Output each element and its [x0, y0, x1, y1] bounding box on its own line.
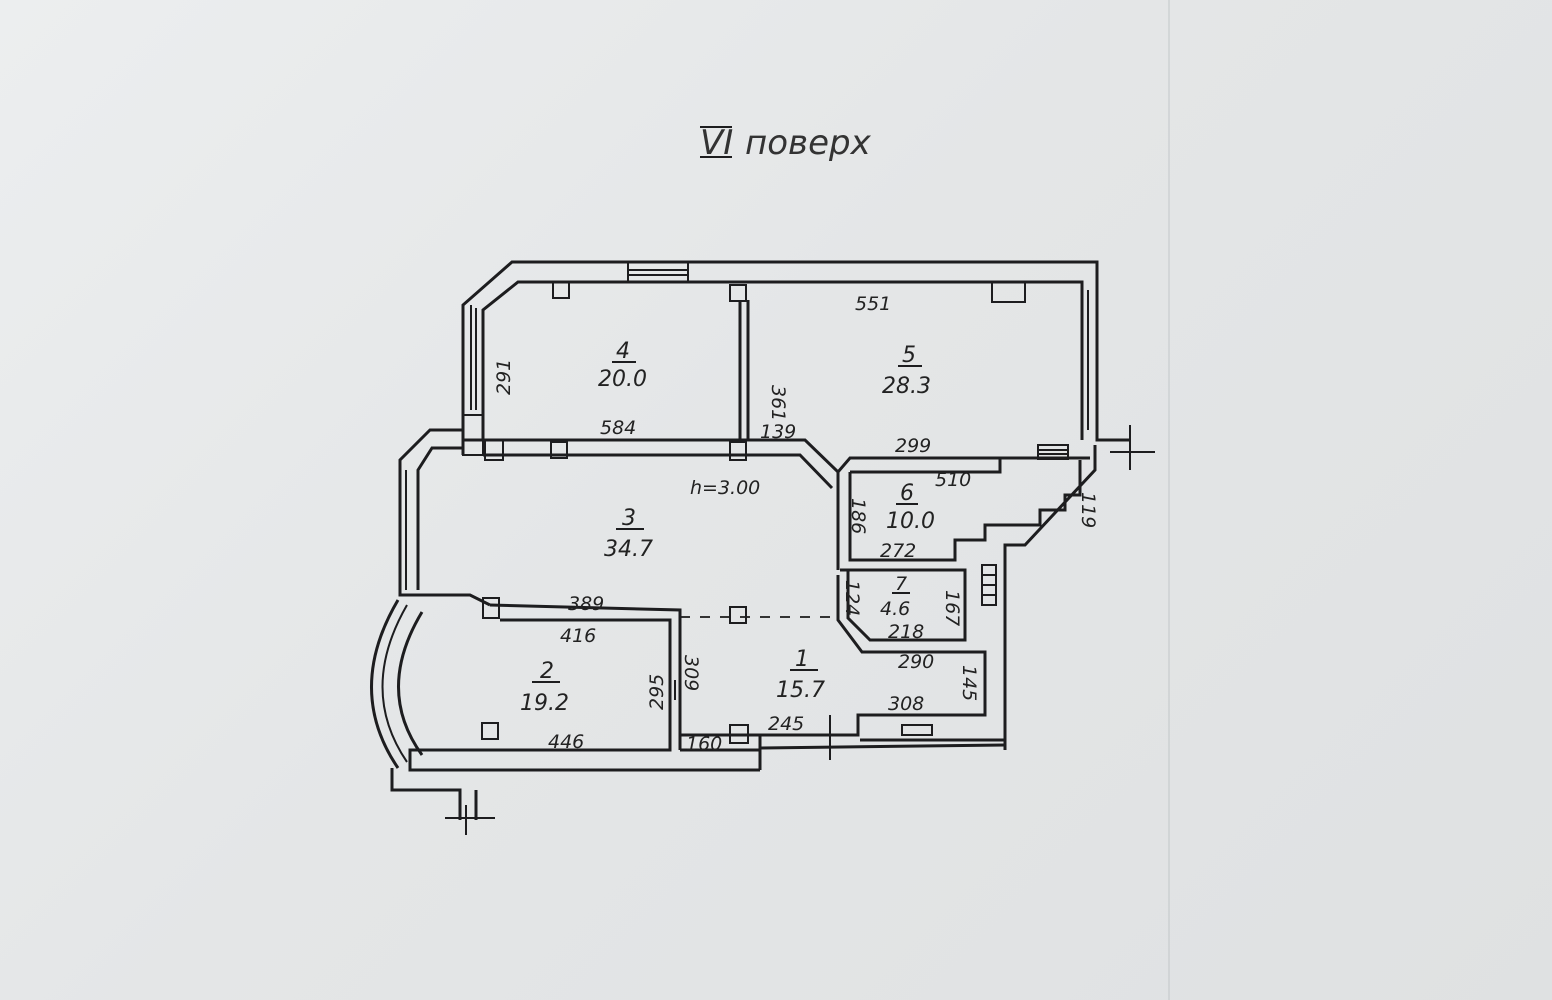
dimension: 119	[1077, 492, 1099, 528]
room-number: 2	[540, 659, 554, 684]
room-area: 15.7	[776, 678, 825, 703]
room-2: 219.2	[520, 659, 569, 716]
room-area: 10.0	[886, 509, 935, 534]
paper-fold-line	[1168, 0, 1170, 1000]
room-number: 5	[902, 343, 916, 368]
dimension: 551	[855, 293, 891, 315]
dimension: 124	[841, 580, 863, 616]
dimension: 145	[958, 665, 980, 701]
dimension: 272	[880, 540, 916, 562]
dimension: 389	[568, 593, 604, 615]
window	[627, 261, 689, 283]
dimension: 299	[895, 435, 931, 457]
vent	[901, 724, 933, 736]
room-area: 34.7	[604, 537, 653, 562]
dimension: 186	[847, 498, 869, 534]
dimension: 160	[686, 733, 722, 755]
dimension: 584	[600, 417, 636, 439]
dimension: 308	[888, 693, 924, 715]
room-5: 528.3	[882, 343, 931, 399]
room-6: 610.0	[886, 481, 935, 534]
dimension: 309	[680, 655, 702, 691]
ceiling-height: h=3.00	[690, 477, 760, 499]
floor-number: VI	[700, 123, 733, 163]
dimension-labels: 551 291 361 584 139 299 510 119 186 272 …	[493, 293, 1099, 755]
dimension: 245	[768, 713, 804, 735]
room-number: 3	[622, 506, 636, 531]
dimension: 446	[548, 731, 584, 753]
dimension: 291	[493, 359, 515, 395]
floor-title: VI поверх	[700, 123, 872, 163]
dimension: 510	[935, 469, 971, 491]
room-number: 7	[895, 573, 907, 595]
room-7: 74.6	[880, 573, 910, 620]
room-3: 334.7	[604, 506, 653, 562]
room-number: 1	[795, 647, 809, 672]
room-number: 6	[900, 481, 914, 506]
dimension: 361	[767, 385, 789, 421]
room-area: 20.0	[598, 367, 647, 392]
room-area: 19.2	[520, 691, 569, 716]
dimension: 290	[898, 651, 934, 673]
room-number: 4	[616, 339, 630, 364]
dimension: 167	[941, 590, 963, 626]
dimension: 295	[646, 674, 668, 710]
room-4: 420.0	[598, 339, 647, 392]
walls	[370, 260, 1155, 835]
dimension: 416	[560, 625, 596, 647]
room-area: 28.3	[882, 374, 931, 399]
floor-word: поверх	[745, 123, 872, 163]
room-area: 4.6	[880, 598, 910, 620]
room-1: 115.7	[776, 647, 825, 703]
room-labels: 420.0 528.3 334.7 610.0 74.6 219.2 115.7…	[520, 339, 935, 716]
dimension: 139	[760, 421, 796, 443]
dimension: 218	[888, 621, 924, 643]
